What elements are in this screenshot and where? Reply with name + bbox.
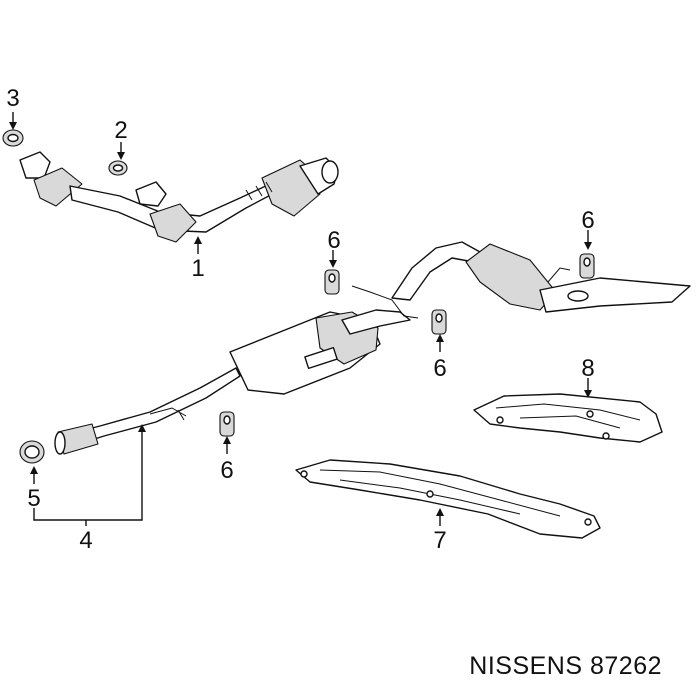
part-6-hanger-a	[324, 269, 340, 295]
callout-5: 5	[27, 485, 40, 512]
callout-2: 2	[114, 117, 127, 144]
part-6-hanger-b	[579, 253, 595, 279]
callout-8: 8	[581, 355, 594, 382]
callout-4: 4	[79, 527, 92, 554]
callout-1: 1	[191, 255, 204, 282]
rear-muffler-tailpipe	[391, 241, 691, 313]
part-5-clamp	[19, 440, 45, 464]
part-7-heat-shield	[295, 459, 601, 539]
part-1-front-pipe-catalytic-converter	[19, 151, 339, 243]
callout-3: 3	[6, 85, 19, 112]
part-6-hanger-c	[431, 309, 447, 335]
part-3-gasket	[2, 129, 24, 147]
callout-6b: 6	[581, 207, 594, 234]
part-8-heat-shield	[473, 393, 663, 443]
part-4-intermediate-pipe-muffler	[54, 285, 419, 455]
callout-6c: 6	[433, 355, 446, 382]
part-2-gasket	[108, 160, 128, 176]
callout-6a: 6	[327, 227, 340, 254]
part-number-watermark: NISSENS 87262	[469, 652, 662, 680]
part-6-hanger-d	[219, 411, 235, 437]
leader-lines	[9, 112, 592, 526]
callout-6d: 6	[220, 457, 233, 484]
callout-7: 7	[433, 527, 446, 554]
